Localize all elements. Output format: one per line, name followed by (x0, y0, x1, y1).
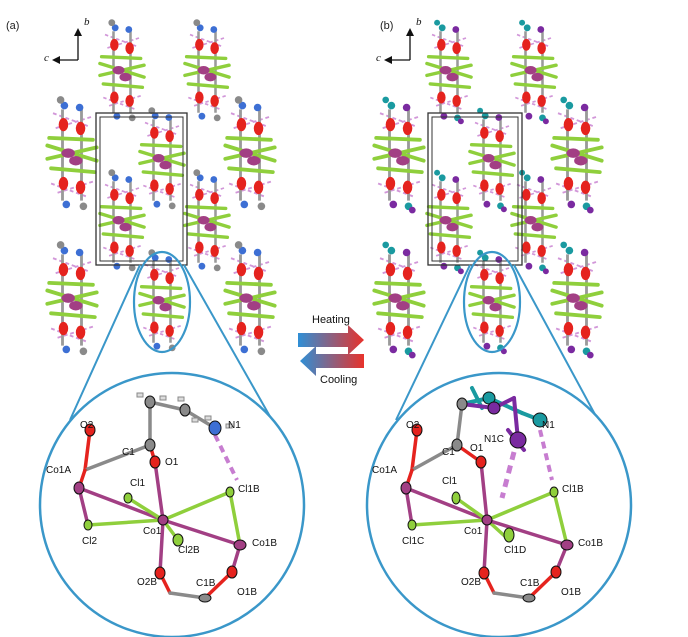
atom-label-o1: O1 (165, 457, 179, 468)
highlight-ellipse-b (462, 250, 522, 354)
atom-label-co1a: Co1A (46, 465, 72, 476)
axis-indicator-a (52, 28, 82, 64)
atom-label-n1: N1 (542, 420, 555, 431)
atom-label-cl1b: Cl1B (238, 484, 260, 495)
atom-label-cl1c: Cl1C (402, 536, 425, 547)
panel-b-graphic (365, 18, 633, 637)
atom-label-n1c: N1C (484, 434, 505, 445)
atom-label-cl1d: Cl1D (504, 545, 527, 556)
panel-label: (b) (380, 20, 394, 32)
atom-label-cl1b: Cl1B (562, 484, 584, 495)
panel-a-graphic (38, 17, 306, 637)
crystal-packing-b (372, 18, 604, 361)
panel-a: (a) b c O2 C1 O1 N1 Co1A Cl1 Cl1B Co1B C… (6, 16, 306, 637)
zoom-structure-b (400, 386, 574, 603)
transition-arrows: Heating Cooling (298, 314, 370, 388)
atom-label-o2b: O2B (461, 577, 482, 588)
atom-label-o1b: O1B (237, 587, 258, 598)
atom-label-o1b: O1B (561, 587, 582, 598)
zoom-structure-a (73, 392, 247, 603)
atom-label-co1b: Co1B (252, 538, 278, 549)
axis-label-c: c (44, 52, 49, 64)
atom-label-c1b: C1B (520, 578, 540, 589)
crystal-packing-a (45, 17, 277, 358)
panel-label: (a) (6, 20, 20, 32)
atom-label-cl1: Cl1 (130, 478, 146, 489)
atom-label-c1b: C1B (196, 578, 216, 589)
atom-label-c1: C1 (122, 447, 135, 458)
atom-label-co1: Co1 (464, 526, 483, 537)
atom-label-cl2b: Cl2B (178, 545, 200, 556)
axis-label-c: c (376, 52, 381, 64)
heating-label: Heating (312, 314, 350, 326)
heating-arrow-icon (298, 325, 364, 355)
axis-indicator-b (384, 28, 414, 64)
cooling-label: Cooling (320, 374, 358, 386)
zoom-circle-b (365, 371, 633, 637)
atom-label-o2: O2 (406, 420, 420, 431)
atom-label-co1a: Co1A (372, 465, 398, 476)
atom-label-n1: N1 (228, 420, 241, 431)
atom-label-o2: O2 (80, 420, 94, 431)
panel-b: (b) b c O2 C1 O1 N1C N1 Co1A Cl1 Cl1B Cl… (344, 0, 688, 637)
atom-label-o2b: O2B (137, 577, 158, 588)
zoom-circle-a (38, 371, 306, 637)
highlight-ellipse-a (132, 250, 192, 354)
cooling-arrow-icon (300, 346, 364, 376)
atom-label-cl1: Cl1 (442, 476, 458, 487)
axis-label-b: b (84, 16, 90, 28)
axis-label-b: b (416, 16, 422, 28)
atom-label-cl2: Cl2 (82, 536, 98, 547)
atom-label-co1b: Co1B (578, 538, 604, 549)
atom-label-co1: Co1 (143, 526, 162, 537)
atom-label-c1: C1 (442, 447, 455, 458)
atom-label-o1: O1 (470, 443, 484, 454)
